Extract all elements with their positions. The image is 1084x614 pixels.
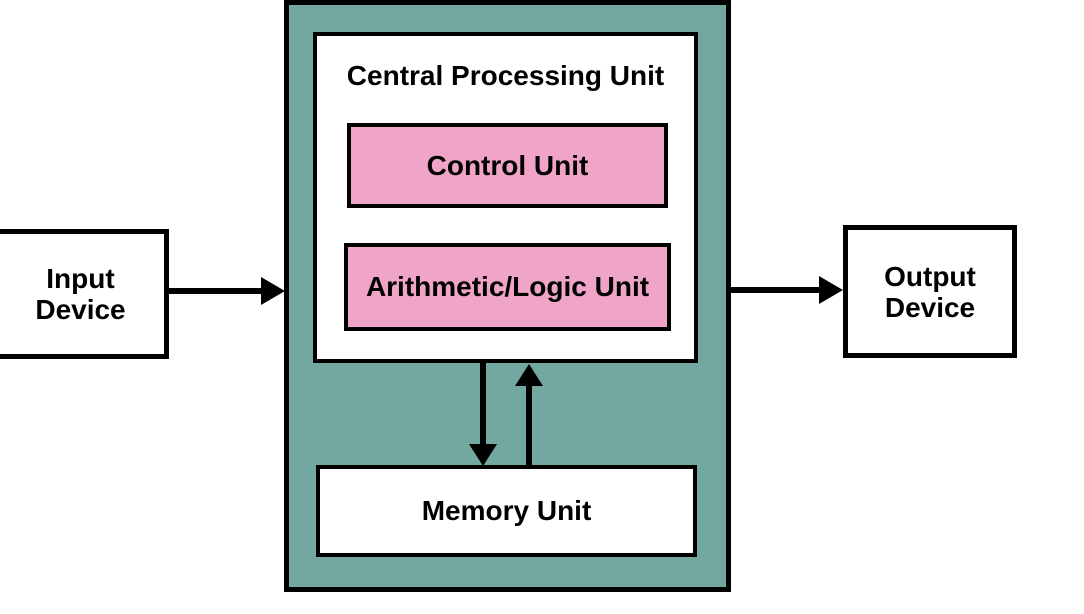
memory-unit-box: Memory Unit: [316, 465, 697, 557]
input-device-box: Input Device: [0, 229, 169, 359]
output-device-label-line2: Device: [884, 291, 976, 323]
cpu-inner-box: Central Processing Unit Control Unit Ari…: [313, 32, 698, 363]
control-unit-box: Control Unit: [347, 123, 668, 208]
cpu-title: Central Processing Unit: [346, 60, 665, 91]
input-device-label-line2: Device: [35, 294, 126, 325]
output-device-box: Output Device: [843, 225, 1017, 358]
arrow-cpu-to-output: [729, 276, 843, 304]
input-device-label-line1: Input: [46, 263, 115, 294]
arrow-input-to-cpu-head: [261, 277, 285, 305]
arrow-cpu-to-output-head: [819, 276, 843, 304]
arrow-input-to-cpu: [169, 277, 285, 305]
arithmetic-logic-unit-box: Arithmetic/Logic Unit: [344, 243, 671, 331]
output-device-label-line1: Output: [884, 260, 976, 292]
